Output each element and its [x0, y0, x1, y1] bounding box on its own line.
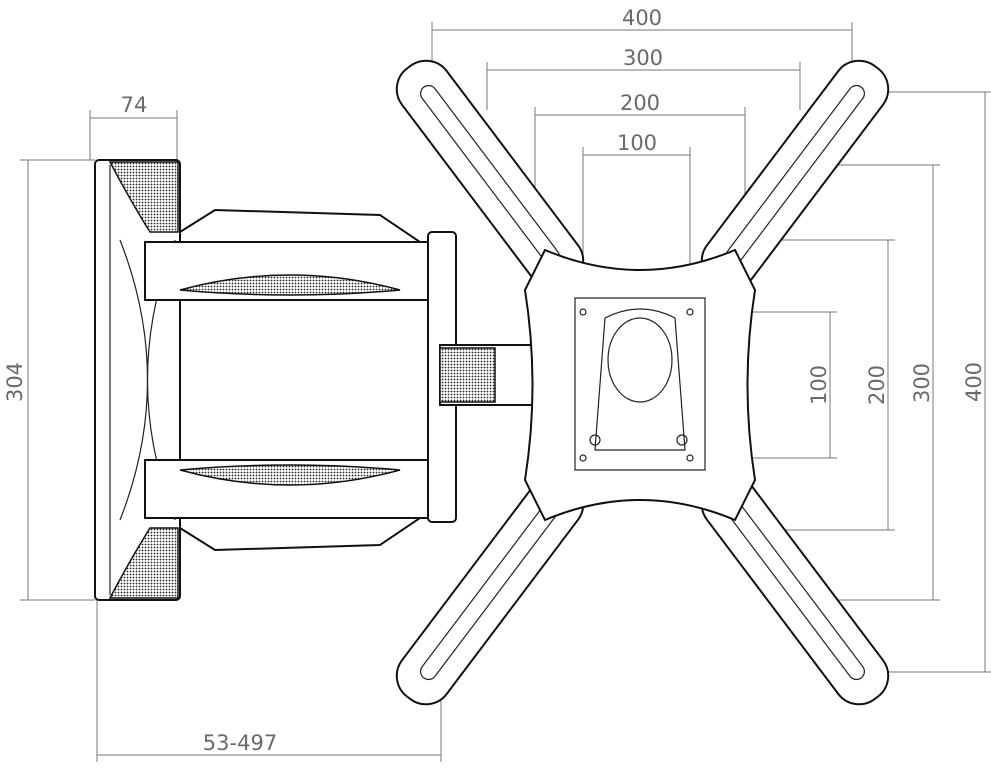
dimension-label-53-497: 53-497: [203, 731, 277, 755]
wall-plate: [94, 159, 181, 601]
articulating-arms: [144, 208, 541, 552]
dimension-label-400-vertical: 400: [962, 362, 986, 402]
dimension-label-400-horizontal: 400: [622, 6, 662, 30]
dimension-label-300-horizontal: 300: [623, 46, 663, 70]
dimension-label-300-vertical: 300: [910, 363, 934, 403]
dimension-label-200-vertical: 200: [865, 365, 889, 405]
vesa-bracket: [395, 59, 890, 706]
dimension-label-100-vertical: 100: [807, 365, 831, 405]
dimension-label-200-horizontal: 200: [620, 91, 660, 115]
top-dimension-lines: [431, 22, 853, 300]
dimension-label-100-horizontal: 100: [617, 131, 657, 155]
dimension-label-304: 304: [3, 362, 27, 402]
dimension-label-74: 74: [121, 93, 148, 117]
right-dimension-lines: [690, 91, 991, 673]
